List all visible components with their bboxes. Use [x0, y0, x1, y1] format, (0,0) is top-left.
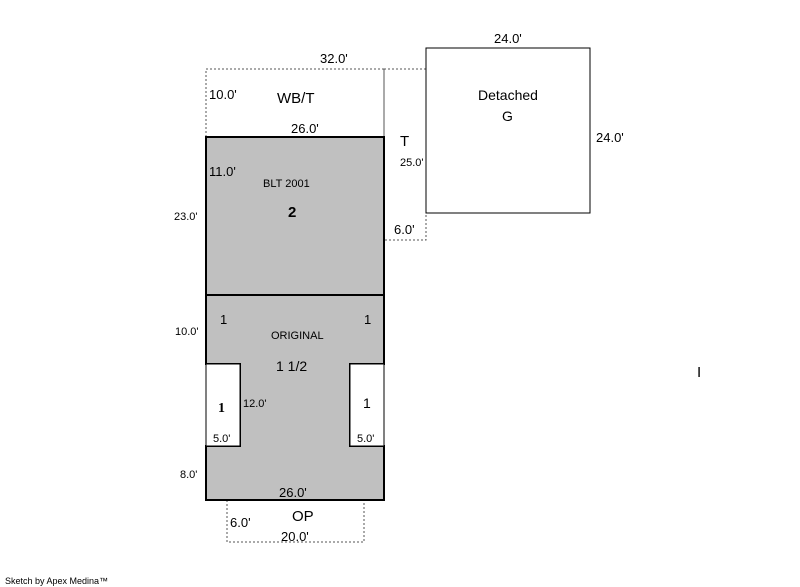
original-name-label: ORIGINAL — [271, 330, 324, 342]
garage-name-label: Detached — [478, 87, 538, 103]
original-left-story-label: 1 — [220, 312, 227, 327]
text-cursor-icon: I — [697, 364, 701, 381]
original-notch-depth-label: 12.0' — [243, 398, 267, 410]
terrace-width-label: 6.0' — [394, 222, 415, 237]
left-notch-width-label: 5.0' — [213, 433, 230, 445]
addition-2001 — [205, 136, 385, 296]
addition-left-depth-label: 23.0' — [174, 211, 198, 223]
porch-width-label: 20.0' — [281, 529, 309, 544]
garage-code-label: G — [502, 108, 513, 124]
porch-name-label: OP — [292, 508, 314, 525]
right-notch-width-label: 5.0' — [357, 433, 374, 445]
garage-depth-label: 24.0' — [596, 130, 624, 145]
terrace-depth-label: 25.0' — [400, 157, 424, 169]
original-bottom-depth-label: 8.0' — [180, 469, 197, 481]
right-notch-story-label: 1 — [363, 395, 371, 411]
addition-width-label: 26.0' — [291, 121, 319, 136]
addition-inner-depth-label: 11.0' — [209, 164, 236, 179]
detached-garage — [425, 47, 591, 214]
sketch-credit: Sketch by Apex Medina™ — [5, 576, 108, 586]
original-stories-label: 1 1/2 — [276, 358, 307, 374]
wbt-depth-label: 10.0' — [209, 87, 237, 102]
original-right-story-label: 1 — [364, 312, 371, 327]
left-notch-story-label: 1 — [218, 401, 225, 416]
terrace-name-label: T — [400, 133, 409, 150]
garage-width-label: 24.0' — [494, 31, 522, 46]
addition-stories-label: 2 — [288, 204, 296, 221]
left-notch — [205, 363, 241, 447]
wbt-width-label: 32.0' — [320, 51, 348, 66]
right-notch — [349, 363, 385, 447]
wbt-name-label: WB/T — [277, 90, 315, 107]
terrace-area — [383, 68, 427, 241]
addition-name-label: BLT 2001 — [263, 178, 310, 190]
original-left-depth-label: 10.0' — [175, 326, 199, 338]
original-bottom-width-label: 26.0' — [279, 485, 307, 500]
porch-depth-label: 6.0' — [230, 515, 251, 530]
